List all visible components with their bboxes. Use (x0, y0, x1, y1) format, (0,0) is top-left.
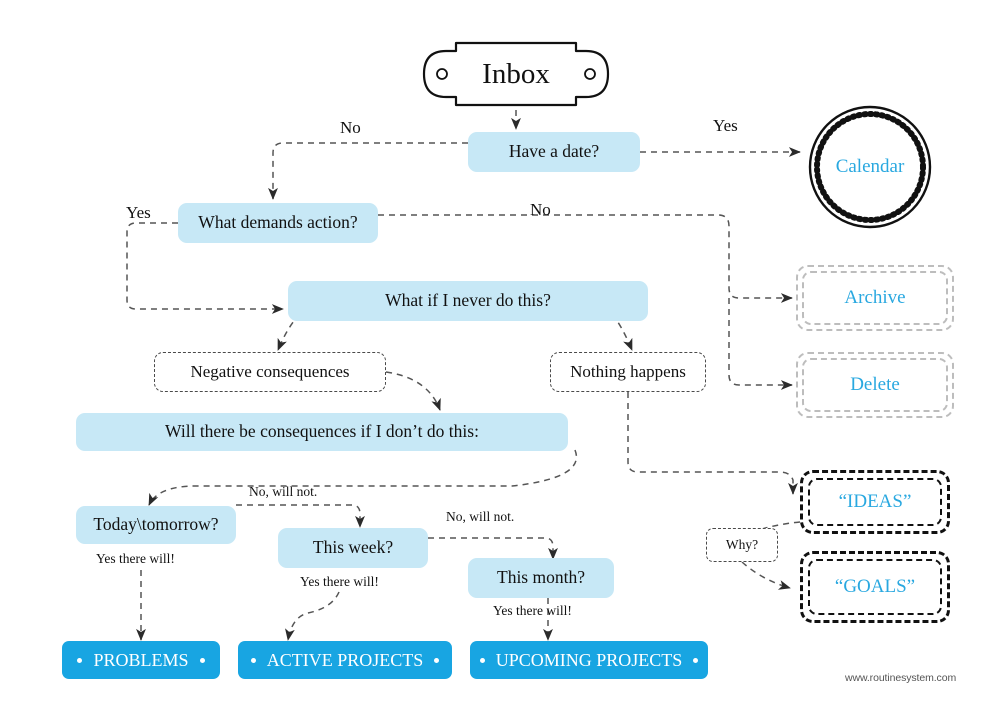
bullet-dot-icon (693, 657, 699, 663)
bullet-dot-icon (434, 657, 440, 663)
node-delete[interactable]: Delete (796, 352, 954, 418)
node-what-if-i-never-do-this[interactable]: What if I never do this? (288, 281, 648, 321)
archive-inner-border (802, 271, 948, 325)
node-negative-consequences[interactable]: Negative consequences (154, 352, 386, 392)
edge-label-yes-there-will-upcoming: Yes there will! (493, 603, 572, 618)
edge-label-no-will-not-month: No, will not. (446, 509, 515, 524)
problems-label: PROBLEMS (93, 649, 189, 670)
node-upcoming-projects[interactable]: UPCOMING PROJECTS (470, 641, 708, 679)
node-what-demands-action[interactable]: What demands action? (178, 203, 378, 243)
node-active-projects[interactable]: ACTIVE PROJECTS (238, 641, 452, 679)
bullet-dot-icon (199, 657, 205, 663)
edge-label-yes-there-will-problems: Yes there will! (96, 551, 175, 566)
edge-label-yes-there-will-active: Yes there will! (300, 574, 379, 589)
goals-label: “GOALS” (834, 576, 916, 597)
node-this-week[interactable]: This week? (278, 528, 428, 568)
bullet-dot-icon (250, 657, 256, 663)
node-today-tomorrow[interactable]: Today\tomorrow? (76, 506, 236, 544)
edge-label-no-have-a-date: No (340, 118, 361, 137)
bullet-dot-icon (479, 657, 485, 663)
node-goals[interactable]: “GOALS” (800, 551, 950, 623)
edge-label-no-will-not-week: No, will not. (249, 484, 318, 499)
edge-label-yes-calendar: Yes (713, 116, 738, 135)
node-why[interactable]: Why? (706, 528, 778, 562)
calendar-circle-shape (808, 105, 932, 229)
edge-label-yes-demands-action: Yes (126, 203, 151, 222)
goals-inner-border (808, 559, 942, 615)
delete-label: Delete (850, 374, 900, 395)
upcoming-projects-label: UPCOMING PROJECTS (495, 649, 683, 670)
node-archive[interactable]: Archive (796, 265, 954, 331)
edge-label-no-demands-action: No (530, 200, 551, 219)
node-problems[interactable]: PROBLEMS (62, 641, 220, 679)
node-have-a-date[interactable]: Have a date? (468, 132, 640, 172)
node-ideas[interactable]: “IDEAS” (800, 470, 950, 534)
footer-website: www.routinesystem.com (845, 672, 957, 684)
node-this-month[interactable]: This month? (468, 558, 614, 598)
inbox-nameplate: Inbox (420, 39, 612, 109)
calendar-label: Calendar (835, 156, 905, 177)
active-projects-label: ACTIVE PROJECTS (266, 649, 424, 670)
bullet-dot-icon (77, 657, 83, 663)
calendar-node[interactable]: Calendar (808, 105, 932, 229)
node-nothing-happens[interactable]: Nothing happens (550, 352, 706, 392)
archive-label: Archive (844, 287, 906, 308)
delete-inner-border (802, 358, 948, 412)
node-will-there-be-consequences[interactable]: Will there be consequences if I don’t do… (76, 413, 568, 451)
nameplate-shape (422, 41, 610, 107)
ideas-label: “IDEAS” (838, 491, 912, 512)
ideas-inner-border (808, 478, 942, 526)
inbox-label: Inbox (482, 57, 550, 90)
